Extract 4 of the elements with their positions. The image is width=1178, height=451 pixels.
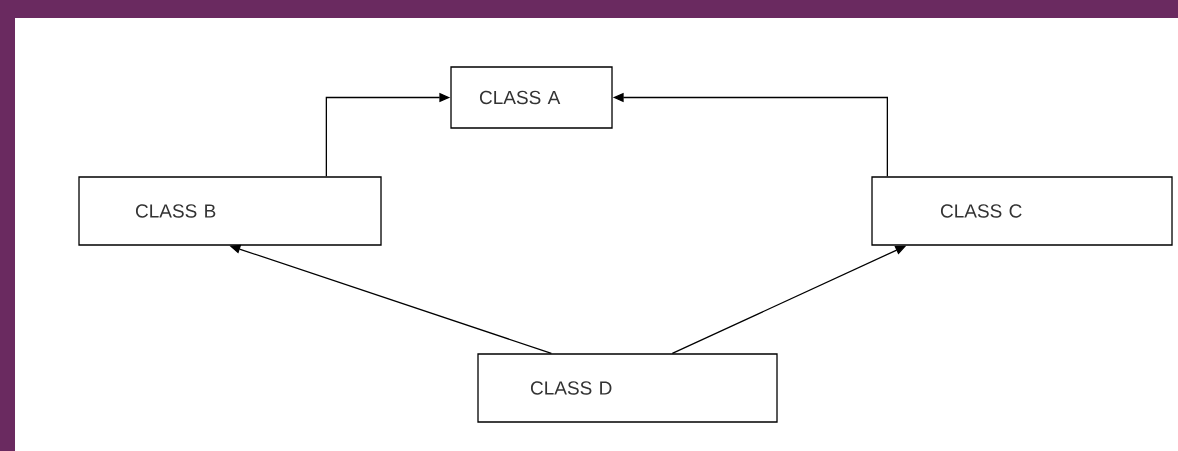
class-box: CLASS C bbox=[871, 176, 1173, 246]
class-box: CLASS D bbox=[477, 353, 778, 423]
class-box: CLASS A bbox=[450, 66, 613, 129]
class-box: CLASS B bbox=[78, 176, 382, 246]
